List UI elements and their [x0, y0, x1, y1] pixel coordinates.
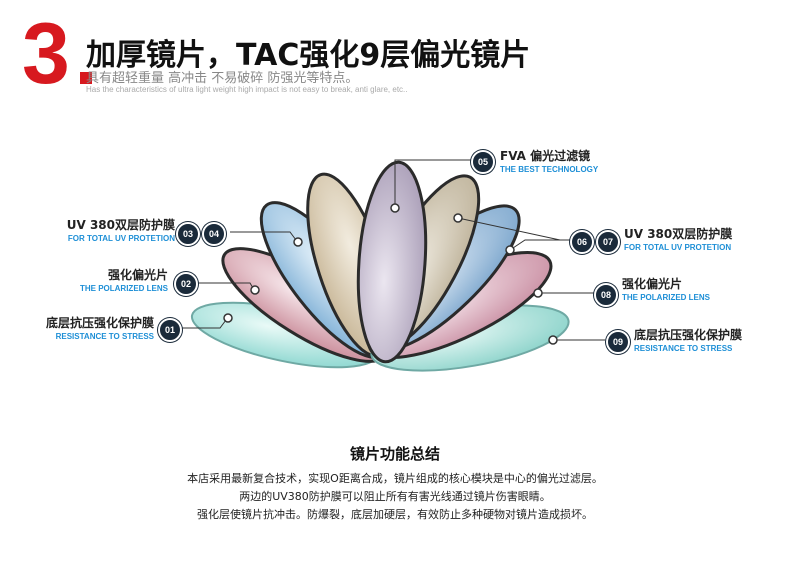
layer-badge-02: 02	[174, 272, 198, 296]
layer-badge-04: 04	[202, 222, 226, 246]
layer-label-05: FVA 偏光过滤镜 THE BEST TECHNOLOGY	[500, 149, 598, 175]
layer-badge-08: 08	[594, 283, 618, 307]
layer-label-01-cn: 底层抗压强化保护膜	[45, 316, 154, 330]
layer-badge-07: 07	[596, 230, 620, 254]
layer-badge-05: 05	[471, 150, 495, 174]
layer-label-05-cn: FVA 偏光过滤镜	[500, 149, 591, 163]
layer-label-02-cn: 强化偏光片	[107, 268, 168, 282]
layer-badge-06: 06	[570, 230, 594, 254]
layer-label-0304-en: FOR TOTAL UV PROTETION	[67, 234, 175, 243]
page-subtitle-en: Has the characteristics of ultra light w…	[86, 85, 408, 94]
layer-badge-01: 01	[158, 318, 182, 342]
page-subtitle: 具有超轻重量 高冲击 不易破碎 防强光等特点。	[86, 71, 359, 86]
layer-label-08-cn: 强化偏光片	[622, 277, 683, 291]
layer-label-02-en: THE POLARIZED LENS	[79, 284, 168, 293]
section-number-dot	[80, 72, 92, 84]
summary-line-1: 本店采用最新复合技术，实现O距离合成，镜片组成的核心模块是中心的偏光过滤层。	[187, 472, 603, 485]
summary-line-2: 两边的UV380防护膜可以阻止所有有害光线通过镜片伤害眼睛。	[239, 490, 551, 503]
section-number: 3	[22, 6, 92, 102]
page-title: 加厚镜片，TAC强化9层偏光镜片	[86, 38, 531, 73]
layer-label-0607-en: FOR TOTAL UV PROTETION	[624, 243, 732, 252]
layer-label-08-en: THE POLARIZED LENS	[622, 293, 711, 302]
layer-label-0607: UV 380双层防护膜 FOR TOTAL UV PROTETION	[624, 227, 732, 253]
layer-label-01: 底层抗压强化保护膜 RESISTANCE TO STRESS	[10, 316, 154, 342]
layer-label-09: 底层抗压强化保护膜 RESISTANCE TO STRESS	[634, 328, 742, 354]
layer-label-0607-cn: UV 380双层防护膜	[624, 227, 733, 241]
layer-badge-03: 03	[176, 222, 200, 246]
layer-label-0304: UV 380双层防护膜 FOR TOTAL UV PROTETION	[20, 218, 175, 244]
summary-line-3: 强化层使镜片抗冲击。防爆裂，底层加硬层，有效防止多种硬物对镜片造成损坏。	[197, 508, 593, 521]
layer-label-05-en: THE BEST TECHNOLOGY	[500, 165, 599, 174]
layer-badge-09: 09	[606, 330, 630, 354]
summary-text: 本店采用最新复合技术，实现O距离合成，镜片组成的核心模块是中心的偏光过滤层。 两…	[0, 470, 790, 524]
section-number-text: 3	[22, 6, 70, 102]
layer-label-09-cn: 底层抗压强化保护膜	[634, 328, 743, 342]
layer-label-08: 强化偏光片 THE POLARIZED LENS	[622, 277, 710, 303]
layer-label-09-en: RESISTANCE TO STRESS	[634, 344, 733, 353]
lens-layer-05	[356, 160, 428, 364]
layer-label-0304-cn: UV 380双层防护膜	[66, 218, 175, 232]
summary-title: 镜片功能总结	[349, 445, 440, 463]
layer-label-01-en: RESISTANCE TO STRESS	[55, 332, 154, 341]
layer-label-02: 强化偏光片 THE POLARIZED LENS	[20, 268, 168, 294]
